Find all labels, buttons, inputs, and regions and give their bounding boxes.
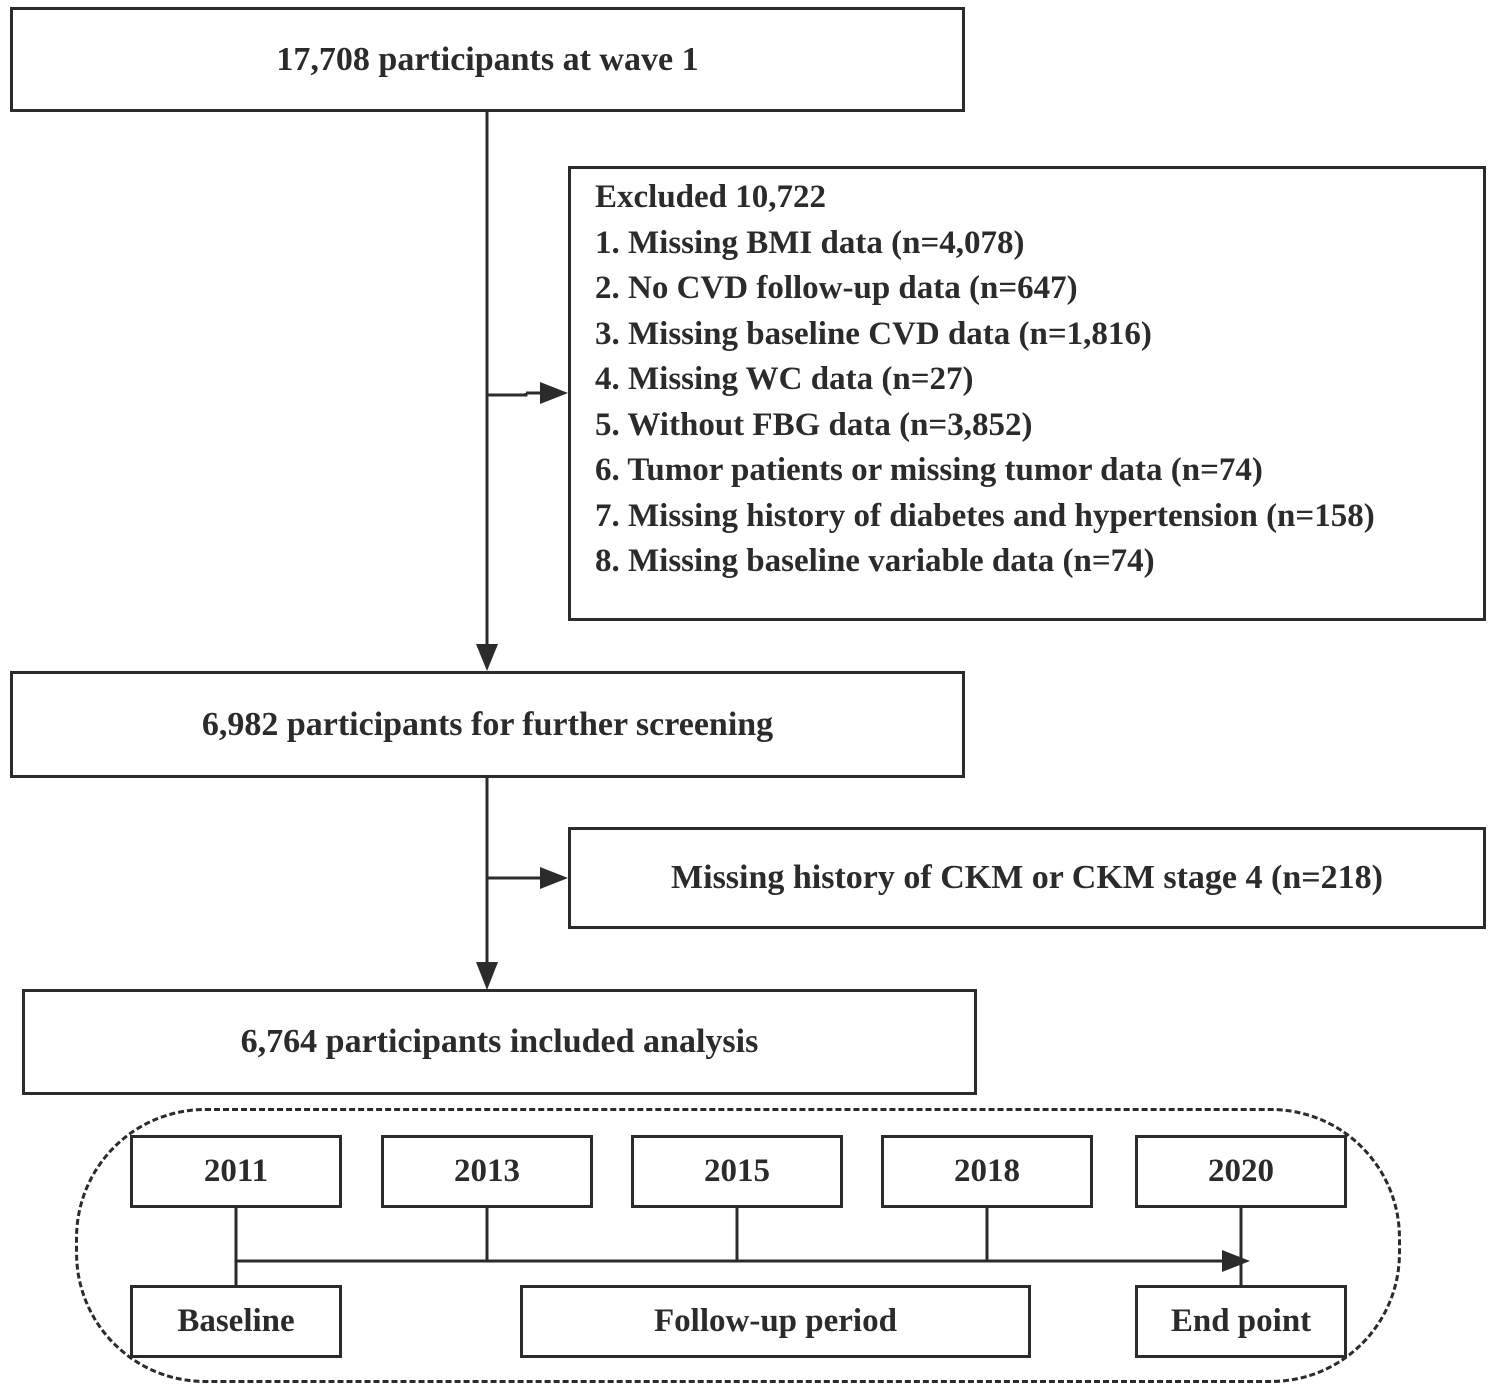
- timeline-panel: [75, 1108, 1401, 1383]
- exclusion-item: 7. Missing history of diabetes and hyper…: [595, 497, 1375, 534]
- exclusion-item: 6. Tumor patients or missing tumor data …: [595, 452, 1263, 488]
- arrow-wave1-to-screening: [476, 111, 498, 671]
- screening-box: 6,982 participants for further screening: [10, 671, 965, 778]
- exclusion-item: 4. Missing WC data (n=27): [595, 361, 974, 397]
- year-label: 2011: [203, 1153, 269, 1189]
- wave1-box: 17,708 participants at wave 1: [10, 7, 965, 112]
- year-label: 2020: [1208, 1153, 1274, 1189]
- included-label: 6,764 participants included analysis: [240, 1023, 759, 1060]
- follow-up-box: Follow-up period: [520, 1285, 1031, 1358]
- exclusion-item: 1. Missing BMI data (n=4,078): [595, 224, 1025, 261]
- exclusions-title: Excluded 10,722: [595, 179, 827, 215]
- wave1-label: 17,708 participants at wave 1: [276, 40, 699, 78]
- year-box-2015: 2015: [631, 1135, 843, 1208]
- follow-up-label: Follow-up period: [654, 1303, 897, 1339]
- baseline-box: Baseline: [130, 1285, 342, 1358]
- exclusion-item: 2. No CVD follow-up data (n=647): [595, 270, 1078, 306]
- end-point-box: End point: [1135, 1285, 1347, 1358]
- included-box: 6,764 participants included analysis: [22, 989, 977, 1095]
- screening-label: 6,982 participants for further screening: [201, 705, 774, 743]
- year-label: 2015: [704, 1153, 770, 1189]
- arrow-to-ckm-exclusion: [487, 867, 568, 889]
- ckm-exclusion-box: Missing history of CKM or CKM stage 4 (n…: [568, 827, 1486, 929]
- year-box-2011: 2011: [130, 1135, 342, 1208]
- exclusion-item: 3. Missing baseline CVD data (n=1,816): [595, 315, 1152, 352]
- year-box-2020: 2020: [1135, 1135, 1347, 1208]
- exclusions-box: Excluded 10,722 1. Missing BMI data (n=4…: [568, 166, 1486, 621]
- year-box-2018: 2018: [881, 1135, 1093, 1208]
- arrow-to-exclusions: [487, 382, 568, 404]
- baseline-label: Baseline: [177, 1303, 295, 1339]
- ckm-exclusion-label: Missing history of CKM or CKM stage 4 (n…: [671, 859, 1383, 896]
- year-label: 2013: [454, 1153, 520, 1189]
- year-label: 2018: [954, 1153, 1020, 1189]
- end-point-label: End point: [1170, 1303, 1312, 1339]
- exclusion-item: 8. Missing baseline variable data (n=74): [595, 543, 1155, 579]
- arrow-screening-to-included: [476, 777, 498, 990]
- exclusion-item: 5. Without FBG data (n=3,852): [595, 406, 1033, 443]
- year-box-2013: 2013: [381, 1135, 593, 1208]
